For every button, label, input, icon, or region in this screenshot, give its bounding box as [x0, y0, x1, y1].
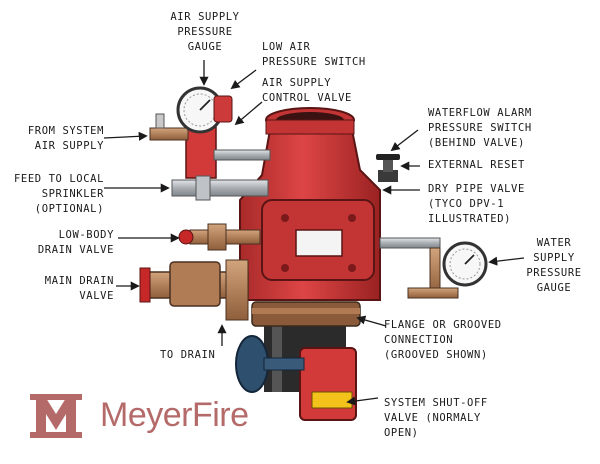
valve-body [239, 129, 381, 301]
label-air-supply-pressure-gauge: AIR SUPPLY PRESSURE GAUGE [170, 11, 240, 53]
top-outlet [265, 107, 355, 135]
meyerfire-logo-mark [30, 394, 82, 438]
low-air-pressure-switch-icon [213, 95, 233, 123]
water-supply-gauge-icon [442, 241, 488, 287]
external-reset-knob [376, 154, 400, 182]
grooved-coupling [251, 301, 361, 327]
label-low-air-pressure-switch: LOW AIR PRESSURE SWITCH [262, 41, 366, 68]
label-to-drain: TO DRAIN [160, 349, 216, 361]
label-system-shut-off-valve: SYSTEM SHUT-OFF VALVE (NORMALY OPEN) [384, 397, 488, 439]
label-main-drain-valve: MAIN DRAIN VALVE [44, 275, 114, 302]
label-from-system-air-supply: FROM SYSTEM AIR SUPPLY [27, 125, 104, 152]
low-body-drain-valve-icon [178, 223, 261, 251]
label-external-reset: EXTERNAL RESET [428, 159, 525, 171]
main-drain-valve-icon [139, 259, 249, 321]
meyerfire-logo-text: MeyerFire [100, 396, 249, 434]
label-feed-to-local-sprinkler: FEED TO LOCAL SPRINKLER (OPTIONAL) [14, 173, 104, 215]
leader-lines [103, 60, 525, 406]
label-water-supply-pressure-gauge: WATER SUPPLY PRESSURE GAUGE [526, 237, 582, 294]
label-dry-pipe-valve: DRY PIPE VALVE (TYCO DPV-1 ILLUSTRATED) [428, 183, 525, 225]
label-air-supply-control-valve: AIR SUPPLY CONTROL VALVE [262, 77, 352, 104]
label-flange-or-grooved-connection: FLANGE OR GROOVED CONNECTION (GROOVED SH… [384, 319, 502, 361]
label-low-body-drain-valve: LOW-BODY DRAIN VALVE [37, 229, 114, 256]
water-supply-trim [379, 237, 459, 299]
feed-pipe [171, 175, 269, 201]
label-waterflow-alarm-pressure-switch: WATERFLOW ALARM PRESSURE SWITCH (BEHIND … [428, 107, 532, 149]
